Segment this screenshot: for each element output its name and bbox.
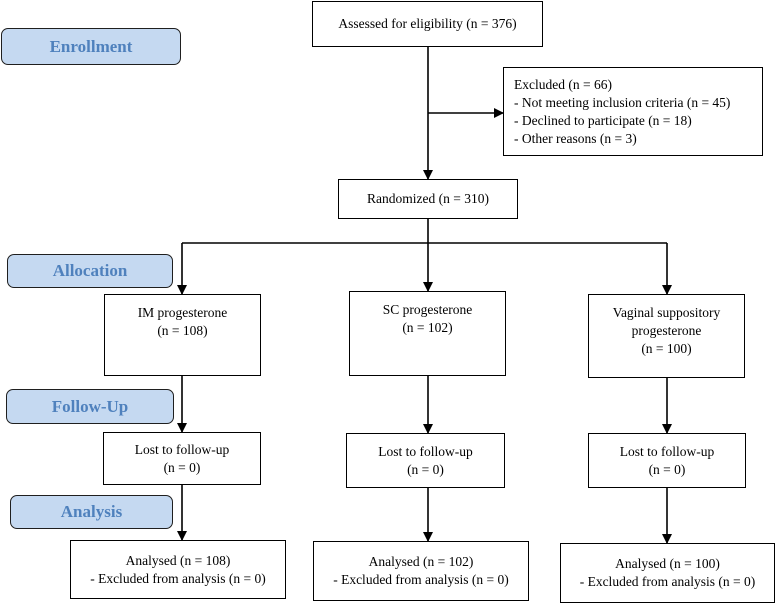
arm-name: IM progesterone bbox=[137, 305, 228, 320]
arm-count: (n = 108) bbox=[157, 323, 208, 338]
arm-count: (n = 100) bbox=[641, 341, 692, 356]
excluded-title: Excluded (n = 66) bbox=[514, 77, 612, 92]
analysis-box-vaginal: Analysed (n = 100) - Excluded from analy… bbox=[560, 543, 775, 603]
followup-label: Lost to follow-up bbox=[378, 443, 473, 459]
arm-count: (n = 102) bbox=[402, 320, 453, 335]
stage-label-enrollment: Enrollment bbox=[1, 28, 181, 65]
analysis-label: Analysed (n = 108) bbox=[125, 552, 231, 568]
followup-box-im: Lost to follow-up (n = 0) bbox=[103, 432, 261, 485]
analysis-label: Analysed (n = 100) bbox=[615, 556, 720, 571]
assessed-box: Assessed for eligibility (n = 376) bbox=[312, 1, 543, 47]
arm-name: Vaginal suppository bbox=[612, 305, 721, 320]
excluded-reason: - Not meeting inclusion criteria (n = 45… bbox=[514, 95, 731, 110]
arm-name: progesterone bbox=[631, 323, 702, 338]
analysis-excluded: - Excluded from analysis (n = 0) bbox=[90, 570, 266, 586]
stage-label-allocation: Allocation bbox=[7, 254, 173, 288]
assessed-text: Assessed for eligibility (n = 376) bbox=[338, 16, 517, 31]
followup-label: Lost to follow-up bbox=[619, 443, 715, 459]
stage-label-follow-up: Follow-Up bbox=[6, 389, 174, 424]
arm-name: SC progesterone bbox=[382, 302, 473, 317]
followup-box-sc: Lost to follow-up (n = 0) bbox=[346, 433, 505, 488]
randomized-box: Randomized (n = 310) bbox=[338, 179, 518, 219]
arm-box-sc: SC progesterone (n = 102) bbox=[349, 291, 506, 376]
analysis-box-im: Analysed (n = 108) - Excluded from analy… bbox=[70, 540, 286, 599]
followup-count: (n = 0) bbox=[407, 461, 444, 477]
followup-label: Lost to follow-up bbox=[134, 441, 230, 457]
followup-box-vaginal: Lost to follow-up (n = 0) bbox=[588, 433, 746, 488]
arm-box-vaginal: Vaginal suppository progesterone (n = 10… bbox=[588, 294, 745, 378]
excluded-reason: - Other reasons (n = 3) bbox=[514, 131, 637, 146]
analysis-label: Analysed (n = 102) bbox=[368, 554, 474, 569]
analysis-excluded: - Excluded from analysis (n = 0) bbox=[333, 572, 509, 587]
randomized-text: Randomized (n = 310) bbox=[367, 191, 489, 206]
excluded-box: Excluded (n = 66) - Not meeting inclusio… bbox=[503, 67, 763, 156]
followup-count: (n = 0) bbox=[648, 461, 686, 477]
arm-box-im: IM progesterone (n = 108) bbox=[104, 294, 261, 376]
analysis-box-sc: Analysed (n = 102) - Excluded from analy… bbox=[313, 541, 529, 601]
stage-label-analysis: Analysis bbox=[10, 495, 173, 529]
excluded-reason: - Declined to participate (n = 18) bbox=[514, 113, 692, 128]
analysis-excluded: - Excluded from analysis (n = 0) bbox=[579, 574, 756, 589]
followup-count: (n = 0) bbox=[163, 459, 201, 475]
